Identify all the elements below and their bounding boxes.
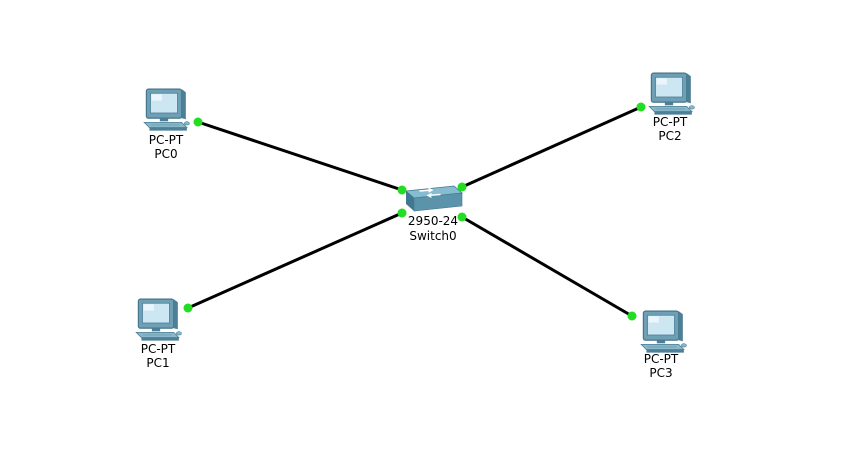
link-pc1-end-b-status-dot <box>397 208 407 218</box>
device-switch0[interactable]: 2950-24 Switch0 <box>405 185 463 243</box>
device-model-label: PC-PT <box>141 342 176 356</box>
device-pc0[interactable]: PC-PT PC0 <box>143 88 190 161</box>
link-pc0-end-b-status-dot <box>397 185 407 195</box>
link-pc2-switch0[interactable] <box>461 105 642 189</box>
device-model-label: PC-PT <box>149 133 184 147</box>
device-pc2[interactable]: PC-PT PC2 <box>648 72 695 143</box>
link-pc3-switch0[interactable] <box>461 215 633 318</box>
device-name-label: PC1 <box>146 356 169 370</box>
links-layer <box>187 105 642 318</box>
desktop-pc-icon[interactable] <box>143 88 190 132</box>
device-model-label: PC-PT <box>653 115 688 129</box>
desktop-pc-icon[interactable] <box>640 310 687 354</box>
device-pc1[interactable]: PC-PT PC1 <box>135 298 182 370</box>
link-status-dots <box>183 102 646 321</box>
device-name-label: Switch0 <box>409 229 456 243</box>
device-name-label: PC3 <box>649 366 672 380</box>
link-pc1-end-a-status-dot <box>183 303 193 313</box>
link-pc3-end-b-status-dot <box>457 212 467 222</box>
link-pc2-end-b-status-dot <box>457 182 467 192</box>
link-pc0-switch0[interactable] <box>197 120 403 192</box>
link-pc1-switch0[interactable] <box>187 211 403 310</box>
network-switch-icon[interactable] <box>405 185 463 212</box>
device-name-label: PC2 <box>658 129 681 143</box>
device-model-label: 2950-24 <box>408 214 458 228</box>
link-pc3-end-a-status-dot <box>627 311 637 321</box>
device-name-label: PC0 <box>154 147 177 161</box>
link-pc0-end-a-status-dot <box>193 117 203 127</box>
device-model-label: PC-PT <box>644 352 679 366</box>
device-pc3[interactable]: PC-PT PC3 <box>640 310 687 380</box>
desktop-pc-icon[interactable] <box>648 72 695 116</box>
desktop-pc-icon[interactable] <box>135 298 182 342</box>
link-pc2-end-a-status-dot <box>636 102 646 112</box>
